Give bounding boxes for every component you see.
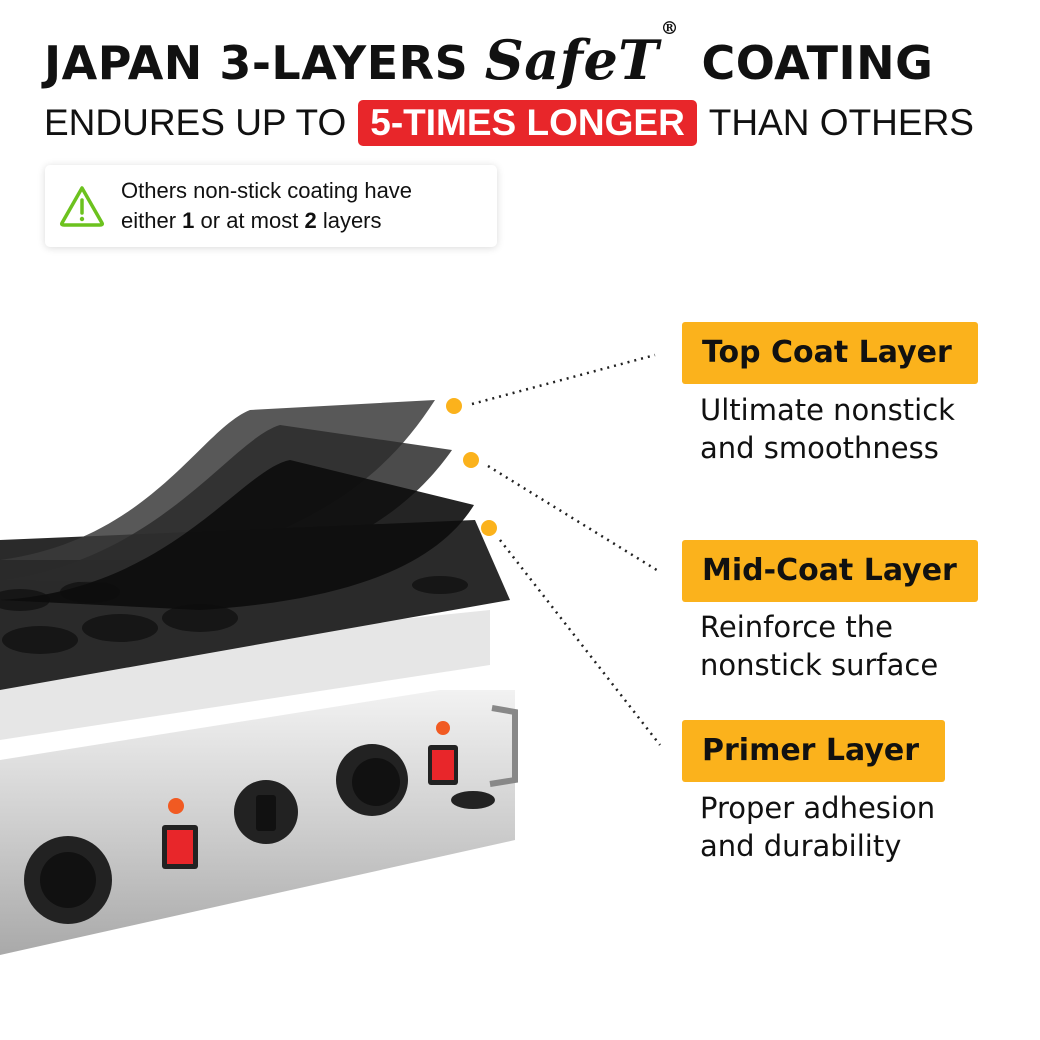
highlight-badge: 5-TIMES LONGER bbox=[358, 100, 697, 146]
coating-sheets bbox=[0, 400, 474, 610]
headline-prefix: JAPAN 3-LAYERS bbox=[44, 36, 469, 90]
callout-dots bbox=[446, 398, 497, 536]
layer-label-mid-coat: Mid-Coat Layer bbox=[682, 540, 978, 602]
note-text: Others non-stick coating have either 1 o… bbox=[121, 178, 413, 233]
registered-mark: ® bbox=[660, 18, 679, 39]
subheadline-suffix: THAN OTHERS bbox=[708, 102, 974, 143]
callout-lines bbox=[471, 353, 661, 746]
subheadline: ENDURES UP TO 5-TIMES LONGER THAN OTHERS bbox=[44, 100, 974, 146]
comparison-note: Others non-stick coating have either 1 o… bbox=[45, 165, 497, 247]
layer-label-primer: Primer Layer bbox=[682, 720, 945, 782]
warning-triangle-icon bbox=[60, 186, 104, 227]
layer-label-top-coat: Top Coat Layer bbox=[682, 322, 978, 384]
headline-suffix: COATING bbox=[701, 36, 934, 90]
brand-logo: SafeT® bbox=[484, 18, 679, 92]
subheadline-prefix: ENDURES UP TO bbox=[44, 102, 347, 143]
headline: JAPAN 3-LAYERS SafeT® COATING bbox=[44, 18, 934, 92]
